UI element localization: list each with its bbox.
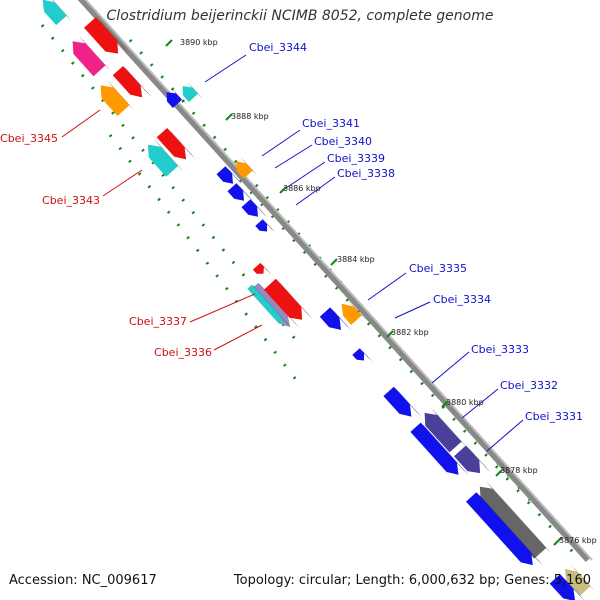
gene-feature-18 <box>341 299 367 325</box>
scale-tick-label-3: 3884 kbp <box>337 255 375 264</box>
gene-label-plus-0-text: Cbei_3344 <box>249 41 307 54</box>
gene-label-minus-0[interactable]: Cbei_3345 <box>0 109 101 145</box>
gene-feature-11 <box>227 183 254 202</box>
genome-title: Clostridium beijerinckii NCIMB 8052, com… <box>106 8 494 24</box>
gene-label-plus-3[interactable]: Cbei_3339 <box>282 152 385 191</box>
gene-label-plus-7-text: Cbei_3333 <box>471 343 529 356</box>
gene-feature-27 <box>564 564 596 596</box>
gene-feature-5 <box>147 139 183 177</box>
gene-label-minus-1-text: Cbei_3343 <box>42 194 100 207</box>
gene-label-minus-3[interactable]: Cbei_3336 <box>154 324 263 359</box>
gene-feature-23 <box>410 422 469 476</box>
gene-feature-20 <box>352 348 373 363</box>
gene-label-plus-1-text: Cbei_3341 <box>302 117 360 130</box>
gene-feature-26 <box>466 492 543 566</box>
accession-label: Accession: NC_009617 <box>9 573 157 588</box>
scale-tick-2: 3886 kbp <box>279 184 321 194</box>
backbone <box>77 0 593 563</box>
gene-label-plus-7[interactable]: Cbei_3333 <box>431 343 529 384</box>
scale-tick-label-6: 3878 kbp <box>500 466 538 475</box>
gene-label-plus-2[interactable]: Cbei_3340 <box>274 135 372 169</box>
gene-label-plus-2-text: Cbei_3340 <box>314 135 372 148</box>
gene-label-plus-8[interactable]: Cbei_3332 <box>461 379 558 419</box>
scale-tick-1: 3888 kbp <box>225 112 269 121</box>
gene-feature-8 <box>166 88 187 108</box>
gene-label-plus-9[interactable]: Cbei_3331 <box>486 410 583 452</box>
gene-label-plus-5[interactable]: Cbei_3335 <box>367 262 467 301</box>
gene-feature-12 <box>241 199 268 218</box>
gene-feature-9 <box>236 157 258 179</box>
gene-feature-21 <box>383 386 422 417</box>
gene-feature-10 <box>216 166 243 185</box>
gene-label-minus-3-text: Cbei_3336 <box>154 346 212 359</box>
gene-feature-13 <box>255 219 276 234</box>
gene-label-minus-2[interactable]: Cbei_3337 <box>129 293 256 328</box>
gene-feature-7 <box>182 82 203 102</box>
gene-features <box>42 0 596 600</box>
scale-tick-7: 3876 kbp <box>553 536 597 546</box>
gene-feature-19 <box>319 307 352 331</box>
dotted-guide-3 <box>238 178 582 562</box>
gene-feature-28 <box>549 574 585 600</box>
gene-label-plus-1[interactable]: Cbei_3341 <box>261 117 360 157</box>
gene-feature-1 <box>72 35 111 77</box>
genome-backbone <box>77 0 591 563</box>
gene-feature-16 <box>247 284 292 329</box>
scale-tick-3: 3884 kbp <box>330 255 375 266</box>
gene-label-plus-3-text: Cbei_3339 <box>327 152 385 165</box>
gene-callouts: Cbei_3344Cbei_3341Cbei_3340Cbei_3339Cbei… <box>0 41 583 452</box>
gene-feature-2 <box>84 17 129 54</box>
gene-label-plus-4-text: Cbei_3338 <box>337 167 395 180</box>
scale-tick-6: 3878 kbp <box>495 466 538 477</box>
gene-label-plus-9-text: Cbei_3331 <box>525 410 583 423</box>
gene-feature-25 <box>479 481 552 559</box>
scale-tick-label-1: 3888 kbp <box>231 112 269 121</box>
gene-feature-3 <box>100 80 135 116</box>
gene-label-plus-8-text: Cbei_3332 <box>500 379 558 392</box>
gene-label-plus-6[interactable]: Cbei_3334 <box>394 293 491 319</box>
gene-label-minus-1[interactable]: Cbei_3343 <box>42 169 143 207</box>
scale-tick-label-0: 3890 kbp <box>180 38 218 47</box>
scale-tick-label-7: 3876 kbp <box>559 536 597 545</box>
gene-feature-17 <box>264 278 313 320</box>
scale-tick-4: 3882 kbp <box>386 328 429 338</box>
gene-label-minus-2-text: Cbei_3337 <box>129 315 187 328</box>
gene-feature-14 <box>252 262 273 276</box>
scale-tick-label-4: 3882 kbp <box>391 328 429 337</box>
scale-tick-label-5: 3880 kbp <box>446 398 484 407</box>
scale-tick-5: 3880 kbp <box>441 398 484 408</box>
gene-label-plus-6-text: Cbei_3334 <box>433 293 491 306</box>
scale-ticks: 3890 kbp 3888 kbp 3886 kbp 3884 kbp 3882 kbp… <box>165 38 597 546</box>
gene-feature-0 <box>42 0 72 26</box>
gene-label-plus-0[interactable]: Cbei_3344 <box>204 41 307 83</box>
gene-feature-4 <box>112 66 153 98</box>
genome-backbone-highlight <box>84 0 593 561</box>
gene-feature-24 <box>454 445 491 474</box>
scale-tick-0: 3890 kbp <box>165 38 218 47</box>
gene-label-plus-4[interactable]: Cbei_3338 <box>295 167 395 206</box>
gene-label-minus-0-text: Cbei_3345 <box>0 132 58 145</box>
gene-feature-6 <box>156 128 197 160</box>
gene-feature-22 <box>424 407 467 453</box>
genome-summary: Topology: circular; Length: 6,000,632 bp… <box>233 573 591 588</box>
scale-tick-label-2: 3886 kbp <box>283 184 321 193</box>
gene-label-plus-5-text: Cbei_3335 <box>409 262 467 275</box>
